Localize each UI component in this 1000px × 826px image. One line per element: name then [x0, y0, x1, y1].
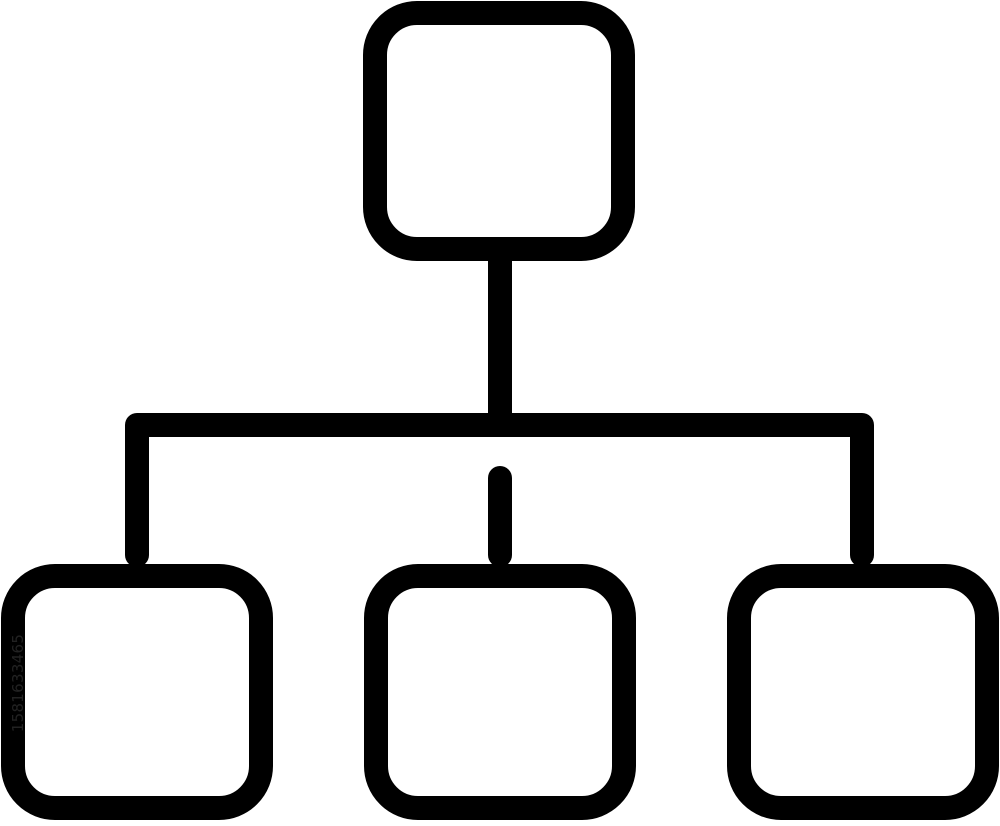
child-node-box-right	[727, 564, 999, 820]
horizontal-branch-line	[125, 413, 874, 567]
stock-id-watermark: 1581633465	[5, 583, 31, 783]
root-node-box	[363, 1, 635, 261]
child-node-box-left	[1, 564, 273, 820]
watermark-text: 1581633465	[9, 633, 27, 733]
child-node-box-center	[364, 564, 636, 820]
